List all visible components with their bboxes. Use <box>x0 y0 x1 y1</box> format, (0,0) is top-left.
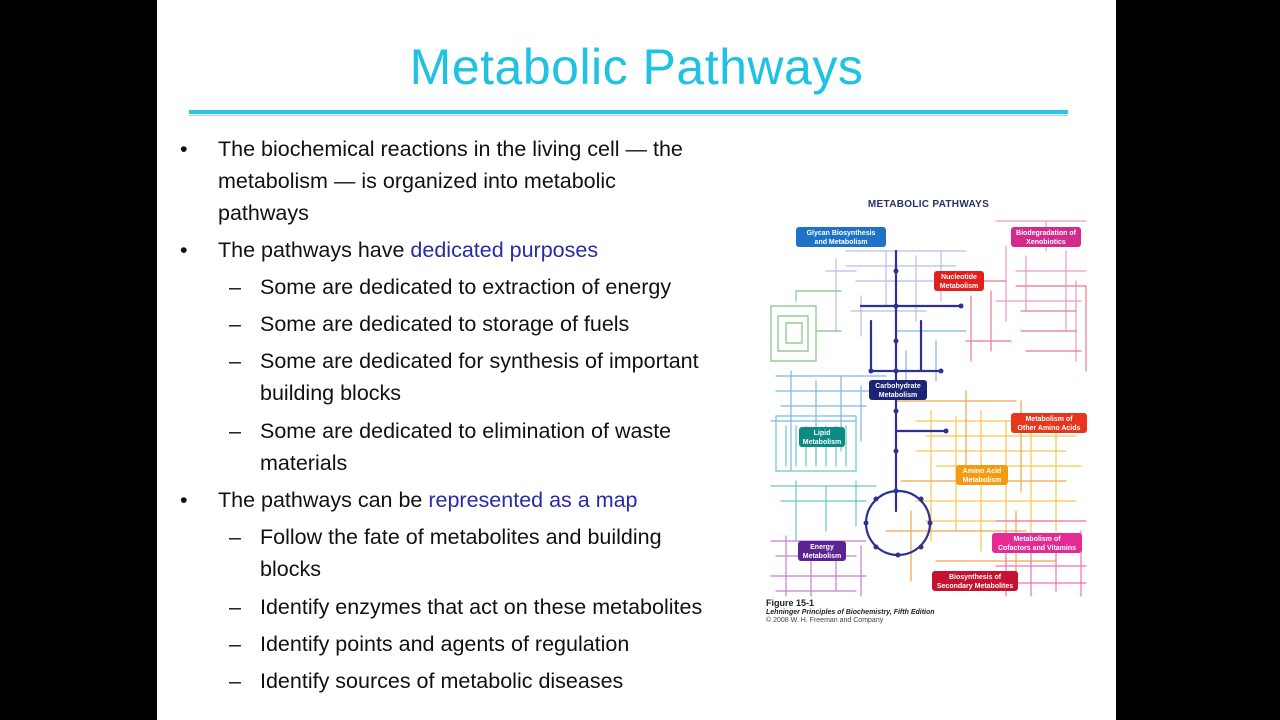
sub-bullet-item: – Identify points and agents of regulati… <box>229 628 630 660</box>
sub-bullet-item: – Some are dedicated to extraction of en… <box>229 271 672 303</box>
sub-bullet-text: Follow the fate of metabolites and build… <box>260 525 662 549</box>
bullet-text: The pathways can be <box>218 488 429 512</box>
sub-bullet-text: materials <box>260 451 348 475</box>
dash-mark: – <box>229 669 241 693</box>
bullet-item: • The biochemical reactions in the livin… <box>180 133 683 229</box>
title-rule <box>189 110 1068 114</box>
other-label-1: Metabolism of <box>1025 416 1073 423</box>
figure-source: Lehninger Principles of Biochemistry, Fi… <box>766 609 935 616</box>
lipid-label-2: Metabolism <box>803 439 842 446</box>
central-backbone <box>859 249 963 557</box>
glycan-green-network <box>770 290 842 362</box>
sub-bullet-text: Some are dedicated for synthesis of impo… <box>260 349 699 373</box>
nucl-label-2: Metabolism <box>940 283 979 290</box>
dash-mark: – <box>229 312 241 336</box>
other-amino-box <box>1011 413 1087 433</box>
glycan-label-1: Glycan Biosynthesis <box>807 230 876 237</box>
sub-bullet-item: – Identify enzymes that act on these met… <box>229 591 703 623</box>
sub-bullet-text: Identify enzymes that act on these metab… <box>260 595 703 619</box>
metabolic-map-figure: METABOLIC PATHWAYS <box>766 199 1091 599</box>
cof-label-2: Cofactors and Vitamins <box>998 545 1076 552</box>
sub-bullet-text: Identify sources of metabolic diseases <box>260 669 624 693</box>
cofactor-network <box>995 520 1087 597</box>
sec-label-2: Secondary Metabolites <box>937 583 1013 590</box>
sub-bullet-text: Some are dedicated to extraction of ener… <box>260 275 672 299</box>
dash-mark: – <box>229 419 241 443</box>
lipid-box <box>799 427 845 447</box>
glycan-box <box>796 227 886 247</box>
bullet-item: • The pathways have dedicated purposes <box>180 234 599 266</box>
amino-label-1: Amino Acid <box>963 468 1002 475</box>
carb-label-1: Carbohydrate <box>875 383 921 390</box>
sub-bullet-item: – Identify sources of metabolic diseases <box>229 665 624 697</box>
carb-label-2: Metabolism <box>879 392 918 399</box>
sec-label-1: Biosynthesis of <box>949 574 1002 581</box>
bullet-item: • The pathways can be represented as a m… <box>180 484 638 516</box>
highlight-text: represented as a map <box>428 488 638 512</box>
xeno-label-1: Biodegradation of <box>1016 230 1077 237</box>
amino-acid-box <box>956 465 1008 485</box>
glycan-label-2: and Metabolism <box>815 239 868 246</box>
amino-label-2: Metabolism <box>963 477 1002 484</box>
figure-number: Figure 15-1 <box>766 598 815 608</box>
sub-bullet-text: blocks <box>260 557 321 581</box>
bullet-mark: • <box>180 137 188 161</box>
energy-box <box>798 541 846 561</box>
dash-mark: – <box>229 349 241 373</box>
bullet-mark: • <box>180 488 188 512</box>
nucleotide-network <box>965 280 1087 372</box>
other-label-2: Other Amino Acids <box>1018 425 1081 432</box>
slide: Metabolic Pathways • The biochemical rea… <box>157 0 1116 720</box>
dash-mark: – <box>229 632 241 656</box>
sub-bullet-text: Some are dedicated to storage of fuels <box>260 312 630 336</box>
dash-mark: – <box>229 595 241 619</box>
cof-label-1: Metabolism of <box>1013 536 1061 543</box>
cofactors-box <box>992 533 1082 553</box>
bullet-text: The biochemical reactions in the living … <box>218 137 683 161</box>
dash-mark: – <box>229 275 241 299</box>
title-rule-thin <box>189 115 1068 116</box>
bullet-text: The pathways have <box>218 238 411 262</box>
carbohydrate-box <box>869 380 927 400</box>
blue-network <box>770 330 967 472</box>
bullet-text: pathways <box>218 201 309 225</box>
sub-bullet-item: – Some are dedicated to elimination of w… <box>229 415 672 479</box>
secondary-box <box>932 571 1018 591</box>
xenobiotics-box <box>1011 227 1081 247</box>
slide-title: Metabolic Pathways <box>409 39 864 95</box>
lipid-label-1: Lipid <box>814 430 831 437</box>
sub-bullet-item: – Some are dedicated to storage of fuels <box>229 308 630 340</box>
nucl-label-1: Nucleotide <box>941 274 977 281</box>
highlight-text: dedicated purposes <box>410 238 599 262</box>
nucleotide-box <box>934 271 984 291</box>
backbone-nodes <box>863 268 964 558</box>
sub-bullet-text: Identify points and agents of regulation <box>260 632 630 656</box>
xeno-label-2: Xenobiotics <box>1026 239 1066 246</box>
sub-bullet-item: – Some are dedicated for synthesis of im… <box>229 345 699 409</box>
figure-title: METABOLIC PATHWAYS <box>867 199 990 210</box>
sub-bullet-text: Some are dedicated to elimination of was… <box>260 419 672 443</box>
metabolic-map: Glycan Biosynthesis and Metabolism Biode… <box>770 220 1087 597</box>
bullet-mark: • <box>180 238 188 262</box>
dash-mark: – <box>229 525 241 549</box>
figure-copyright: © 2008 W. H. Freeman and Company <box>766 617 884 624</box>
sub-bullet-item: – Follow the fate of metabolites and bui… <box>229 521 662 585</box>
energy-label-2: Metabolism <box>803 553 842 560</box>
bullet-text: metabolism — is organized into metabolic <box>218 169 616 193</box>
energy-label-1: Energy <box>810 544 834 551</box>
sub-bullet-text: building blocks <box>260 381 402 405</box>
figure-caption: Figure 15-1 Lehninger Principles of Bioc… <box>766 598 935 624</box>
